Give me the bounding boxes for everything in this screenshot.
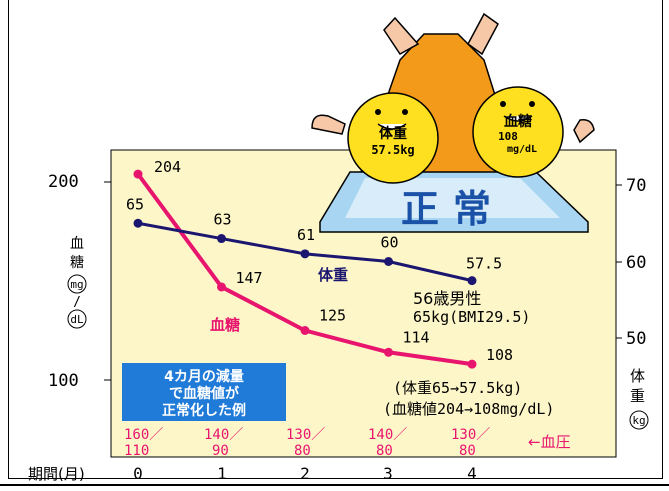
- x-tick-label: 2: [300, 464, 310, 483]
- bp-bottom: 80: [376, 443, 393, 459]
- weight-value-label: 57.5: [466, 255, 502, 273]
- series-point-labels: 204 147 125 114 108 65 63 61 60 57.5: [126, 158, 513, 364]
- left-axis-label-char: 血: [70, 236, 84, 252]
- bp-top: 140／: [368, 427, 407, 443]
- face-eye: [500, 101, 506, 107]
- left-axis-label-char: mg: [70, 278, 83, 291]
- right-tick-label: 70: [626, 176, 646, 196]
- weight-data-point: [217, 234, 226, 244]
- series-points: [133, 169, 477, 369]
- x-axis: 期間(月) 0 1 2 3 4: [28, 464, 477, 483]
- callout-line-2: で血糖値が: [169, 385, 240, 402]
- unit-circle: [67, 309, 87, 329]
- bp-top: 130／: [286, 427, 325, 443]
- bp-top: 160／: [124, 427, 163, 443]
- weight-data-point: [300, 249, 310, 259]
- weight-data-point: [133, 218, 143, 228]
- left-hand: [311, 114, 346, 135]
- subject-line-2: 65kg(BMI29.5): [413, 308, 530, 326]
- glucose-data-point: [217, 282, 226, 292]
- bp-top: 140／: [204, 427, 243, 443]
- right-axis-label-char: kg: [632, 414, 645, 427]
- x-tick-label: 1: [217, 464, 227, 483]
- x-tick-label: 3: [383, 464, 393, 483]
- bottom-divider: [0, 484, 669, 486]
- x-tick-label: 4: [467, 464, 477, 483]
- bp-label: ←血圧: [528, 433, 571, 451]
- weight-value-label: 60: [381, 234, 399, 252]
- summary-callout-box: [122, 363, 286, 421]
- face-mouth: [503, 115, 533, 122]
- right-axis-label-char: 重: [630, 387, 645, 405]
- face-mouth: [377, 123, 407, 130]
- weight-data-point: [467, 276, 477, 286]
- glucose-data-point: [384, 347, 393, 357]
- weight-value-label: 63: [214, 211, 232, 229]
- glucose-value-label: 108: [486, 346, 513, 364]
- right-tick-label: 50: [626, 329, 646, 349]
- glucose-value-label: 204: [154, 158, 181, 176]
- x-axis-label: 期間(月): [28, 465, 85, 483]
- base-highlight: [345, 178, 560, 218]
- bp-bottom: 110: [124, 443, 149, 459]
- weight-value-label: 65: [126, 195, 144, 213]
- normal-sign-text: 正常: [401, 187, 505, 231]
- weight-value-label: 61: [297, 226, 315, 244]
- callout-line-1: 4カ月の減量: [164, 368, 244, 385]
- bp-bottom: 80: [294, 443, 311, 459]
- weight-data-point: [384, 257, 393, 266]
- right-arm: [467, 12, 499, 56]
- unit-circle: [67, 274, 87, 294]
- face-eye: [529, 101, 535, 107]
- right-axis: 70 60 50 体 重 kg: [616, 176, 649, 430]
- left-axis-label-char: /: [73, 295, 81, 310]
- glucose-value-label: 147: [236, 269, 263, 287]
- right-hand: [573, 118, 595, 144]
- bp-bottom: 80: [459, 443, 476, 459]
- unit-circle: [629, 410, 649, 430]
- weight-series-name: 体重: [318, 266, 348, 284]
- bp-bottom: 90: [212, 443, 229, 459]
- glucose-value-label: 114: [403, 328, 430, 346]
- face-eye: [375, 109, 381, 115]
- blood-pressure-row: 160／ 110 140／ 90 130／ 80 140／ 80 130／ 80…: [124, 427, 571, 459]
- glucose-series-name: 血糖: [210, 316, 240, 334]
- glucose-face-label: 血糖: [504, 113, 532, 130]
- x-tick-label: 0: [133, 464, 143, 483]
- left-arm: [383, 16, 420, 55]
- right-tick-label: 60: [626, 253, 646, 273]
- left-tick-label: 100: [48, 371, 79, 391]
- right-axis-label-char: 体: [630, 367, 645, 385]
- bp-top: 130／: [451, 427, 490, 443]
- weight-face: [347, 92, 439, 184]
- glucose-face-value: 108: [498, 130, 518, 143]
- mountain-mascot-illustration: 体重 57.5kg 血糖 108 mg/dL 正常: [311, 12, 595, 233]
- glucose-data-point: [300, 326, 310, 335]
- subject-line-1: 56歳男性: [413, 289, 481, 308]
- left-tick-label: 200: [48, 172, 79, 192]
- weight-face-label: 体重: [379, 125, 407, 142]
- glucose-value-label: 125: [319, 307, 346, 325]
- glucose-data-point: [133, 169, 143, 179]
- summary-line-1: (体重65→57.5kg): [393, 379, 522, 397]
- left-axis-label-char: 糖: [70, 255, 84, 271]
- glucose-data-point: [467, 359, 477, 369]
- weight-face-value: 57.5kg: [371, 143, 414, 157]
- left-axis-label-char: dL: [70, 313, 84, 326]
- glucose-face-unit: mg/dL: [507, 144, 537, 155]
- summary-line-2: (血糖値204→108mg/dL): [383, 400, 554, 418]
- callout-line-3: 正常化した例: [162, 402, 246, 419]
- face-eye: [402, 109, 408, 115]
- left-axis: 200 100 血 糖 mg / dL: [48, 172, 111, 391]
- glucose-face: [472, 86, 564, 178]
